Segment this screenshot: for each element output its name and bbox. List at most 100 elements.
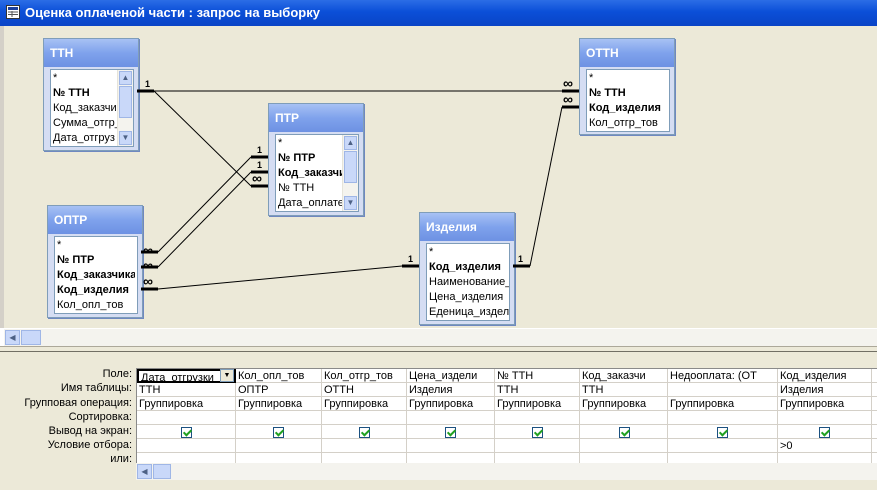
scroll-thumb[interactable] bbox=[153, 464, 171, 479]
table-ottn[interactable]: ОТТН * № ТТН Код_изделия Кол_отгр_тов bbox=[579, 38, 675, 135]
arrow-left-icon[interactable]: ◀ bbox=[5, 330, 20, 345]
title-bar[interactable]: Оценка оплаченой части : запрос на выбор… bbox=[0, 0, 877, 26]
grid-cell-field[interactable]: Дата_отгрузки bbox=[137, 369, 236, 383]
grid-cell-sort[interactable] bbox=[872, 411, 877, 425]
grid-cell-table[interactable] bbox=[668, 383, 778, 397]
grid-cell-group[interactable]: Группировка bbox=[407, 397, 495, 411]
table-optr[interactable]: ОПТР * № ПТР Код_заказчика Код_изделия К… bbox=[47, 205, 143, 318]
table-izdeliya-field-list[interactable]: * Код_изделия Наименование_и Цена_издели… bbox=[426, 243, 510, 321]
grid-cell-field[interactable] bbox=[872, 369, 877, 383]
field-item[interactable]: Код_изделия bbox=[57, 284, 129, 296]
field-item[interactable]: * bbox=[278, 137, 283, 149]
arrow-left-icon[interactable]: ◀ bbox=[137, 464, 152, 479]
grid-cell-field[interactable]: Недооплата: (ОТ bbox=[668, 369, 778, 383]
field-item[interactable]: № ТТН bbox=[278, 182, 315, 194]
query-window-icon[interactable] bbox=[6, 5, 20, 19]
arrow-up-icon[interactable]: ▲ bbox=[119, 71, 132, 85]
grid-cell-show[interactable] bbox=[495, 425, 580, 439]
grid-cell-show[interactable] bbox=[407, 425, 495, 439]
field-item[interactable]: Дата_оплате bbox=[278, 197, 342, 209]
grid-cell-table[interactable]: ОПТР bbox=[236, 383, 322, 397]
grid-cell-group[interactable]: Группировка bbox=[778, 397, 872, 411]
grid-cell-group[interactable]: Группировка bbox=[495, 397, 580, 411]
checkmark-icon[interactable] bbox=[717, 427, 728, 438]
grid-cell-table[interactable]: Изделия bbox=[778, 383, 872, 397]
grid-cell-sort[interactable] bbox=[580, 411, 668, 425]
grid-cell-criteria[interactable] bbox=[495, 439, 580, 453]
grid-cell-criteria[interactable] bbox=[407, 439, 495, 453]
grid-cell-table[interactable]: ОТТН bbox=[322, 383, 407, 397]
field-item[interactable]: Код_изделия bbox=[589, 102, 661, 114]
grid-cell-show[interactable] bbox=[778, 425, 872, 439]
field-item[interactable]: № ПТР bbox=[278, 152, 316, 164]
table-ptr[interactable]: ПТР * № ПТР Код_заказчи № ТТН Дата_оплат… bbox=[268, 103, 364, 216]
checkmark-icon[interactable] bbox=[181, 427, 192, 438]
checkmark-icon[interactable] bbox=[445, 427, 456, 438]
grid-cell-criteria[interactable]: >0 bbox=[778, 439, 872, 453]
table-ptr-field-list[interactable]: * № ПТР Код_заказчи № ТТН Дата_оплате ▲ … bbox=[275, 134, 359, 212]
query-design-grid[interactable]: Дата_отгрузки ▼ ТТН Группировка Кол_опл_… bbox=[136, 368, 877, 476]
scroll-thumb[interactable] bbox=[119, 86, 132, 118]
grid-cell-table[interactable]: Изделия bbox=[407, 383, 495, 397]
grid-cell-group[interactable]: Группировка bbox=[668, 397, 778, 411]
field-item[interactable]: № ТТН bbox=[53, 87, 90, 99]
grid-cell-sort[interactable] bbox=[322, 411, 407, 425]
field-item[interactable]: * bbox=[589, 72, 594, 84]
grid-cell-sort[interactable] bbox=[668, 411, 778, 425]
grid-horizontal-scrollbar[interactable]: ◀ bbox=[136, 463, 877, 480]
table-ptr-title[interactable]: ПТР bbox=[269, 104, 363, 132]
grid-cell-field[interactable]: Цена_издели bbox=[407, 369, 495, 383]
diagram-horizontal-scrollbar[interactable]: ◀ bbox=[4, 329, 877, 346]
grid-cell-show[interactable] bbox=[137, 425, 236, 439]
field-item[interactable]: Код_заказчи bbox=[278, 167, 342, 179]
grid-cell-sort[interactable] bbox=[137, 411, 236, 425]
grid-cell-group[interactable]: Группировка bbox=[322, 397, 407, 411]
table-izdeliya[interactable]: Изделия * Код_изделия Наименование_и Цен… bbox=[419, 212, 515, 325]
grid-cell-group[interactable]: Группировка bbox=[236, 397, 322, 411]
checkmark-icon[interactable] bbox=[619, 427, 630, 438]
grid-cell-table[interactable]: ТТН bbox=[495, 383, 580, 397]
grid-cell-criteria[interactable] bbox=[137, 439, 236, 453]
grid-cell-criteria[interactable] bbox=[322, 439, 407, 453]
checkmark-icon[interactable] bbox=[359, 427, 370, 438]
arrow-down-icon[interactable]: ▼ bbox=[344, 196, 357, 210]
grid-cell-sort[interactable] bbox=[236, 411, 322, 425]
grid-cell-criteria[interactable] bbox=[872, 439, 877, 453]
grid-cell-criteria[interactable] bbox=[580, 439, 668, 453]
checkmark-icon[interactable] bbox=[819, 427, 830, 438]
grid-cell-show[interactable] bbox=[580, 425, 668, 439]
field-item[interactable]: № ПТР bbox=[57, 254, 95, 266]
scroll-thumb[interactable] bbox=[21, 330, 41, 345]
grid-cell-field[interactable]: Код_изделия bbox=[778, 369, 872, 383]
field-item[interactable]: Еденица_издели bbox=[429, 306, 509, 318]
grid-cell-table[interactable]: ТТН bbox=[580, 383, 668, 397]
field-item[interactable]: * bbox=[429, 246, 434, 258]
checkmark-icon[interactable] bbox=[273, 427, 284, 438]
grid-cell-table[interactable]: ТТН bbox=[137, 383, 236, 397]
field-item[interactable]: № ТТН bbox=[589, 87, 626, 99]
grid-cell-field[interactable]: Код_заказчи bbox=[580, 369, 668, 383]
field-item[interactable]: * bbox=[57, 239, 62, 251]
grid-cell-criteria[interactable] bbox=[236, 439, 322, 453]
grid-cell-group[interactable] bbox=[872, 397, 877, 411]
grid-cell-criteria[interactable] bbox=[668, 439, 778, 453]
scroll-thumb[interactable] bbox=[344, 151, 357, 183]
table-ottn-title[interactable]: ОТТН bbox=[580, 39, 674, 67]
arrow-down-icon[interactable]: ▼ bbox=[119, 131, 132, 145]
table-optr-title[interactable]: ОПТР bbox=[48, 206, 142, 234]
grid-cell-table[interactable] bbox=[872, 383, 877, 397]
field-item[interactable]: Код_заказчика bbox=[57, 269, 135, 281]
grid-cell-sort[interactable] bbox=[407, 411, 495, 425]
field-item[interactable]: Кол_отгр_тов bbox=[589, 117, 658, 129]
table-ottn-field-list[interactable]: * № ТТН Код_изделия Кол_отгр_тов bbox=[586, 69, 670, 132]
table-izdeliya-title[interactable]: Изделия bbox=[420, 213, 514, 241]
checkmark-icon[interactable] bbox=[532, 427, 543, 438]
grid-cell-field[interactable]: № ТТН bbox=[495, 369, 580, 383]
grid-cell-group[interactable]: Группировка bbox=[580, 397, 668, 411]
field-item[interactable]: Сумма_отгр_ bbox=[53, 117, 117, 129]
vertical-scrollbar[interactable]: ▲ ▼ bbox=[342, 135, 358, 211]
pane-splitter[interactable] bbox=[0, 346, 877, 352]
grid-cell-show[interactable] bbox=[322, 425, 407, 439]
grid-cell-group[interactable]: Группировка bbox=[137, 397, 236, 411]
field-item[interactable]: Кол_опл_тов bbox=[57, 299, 124, 311]
